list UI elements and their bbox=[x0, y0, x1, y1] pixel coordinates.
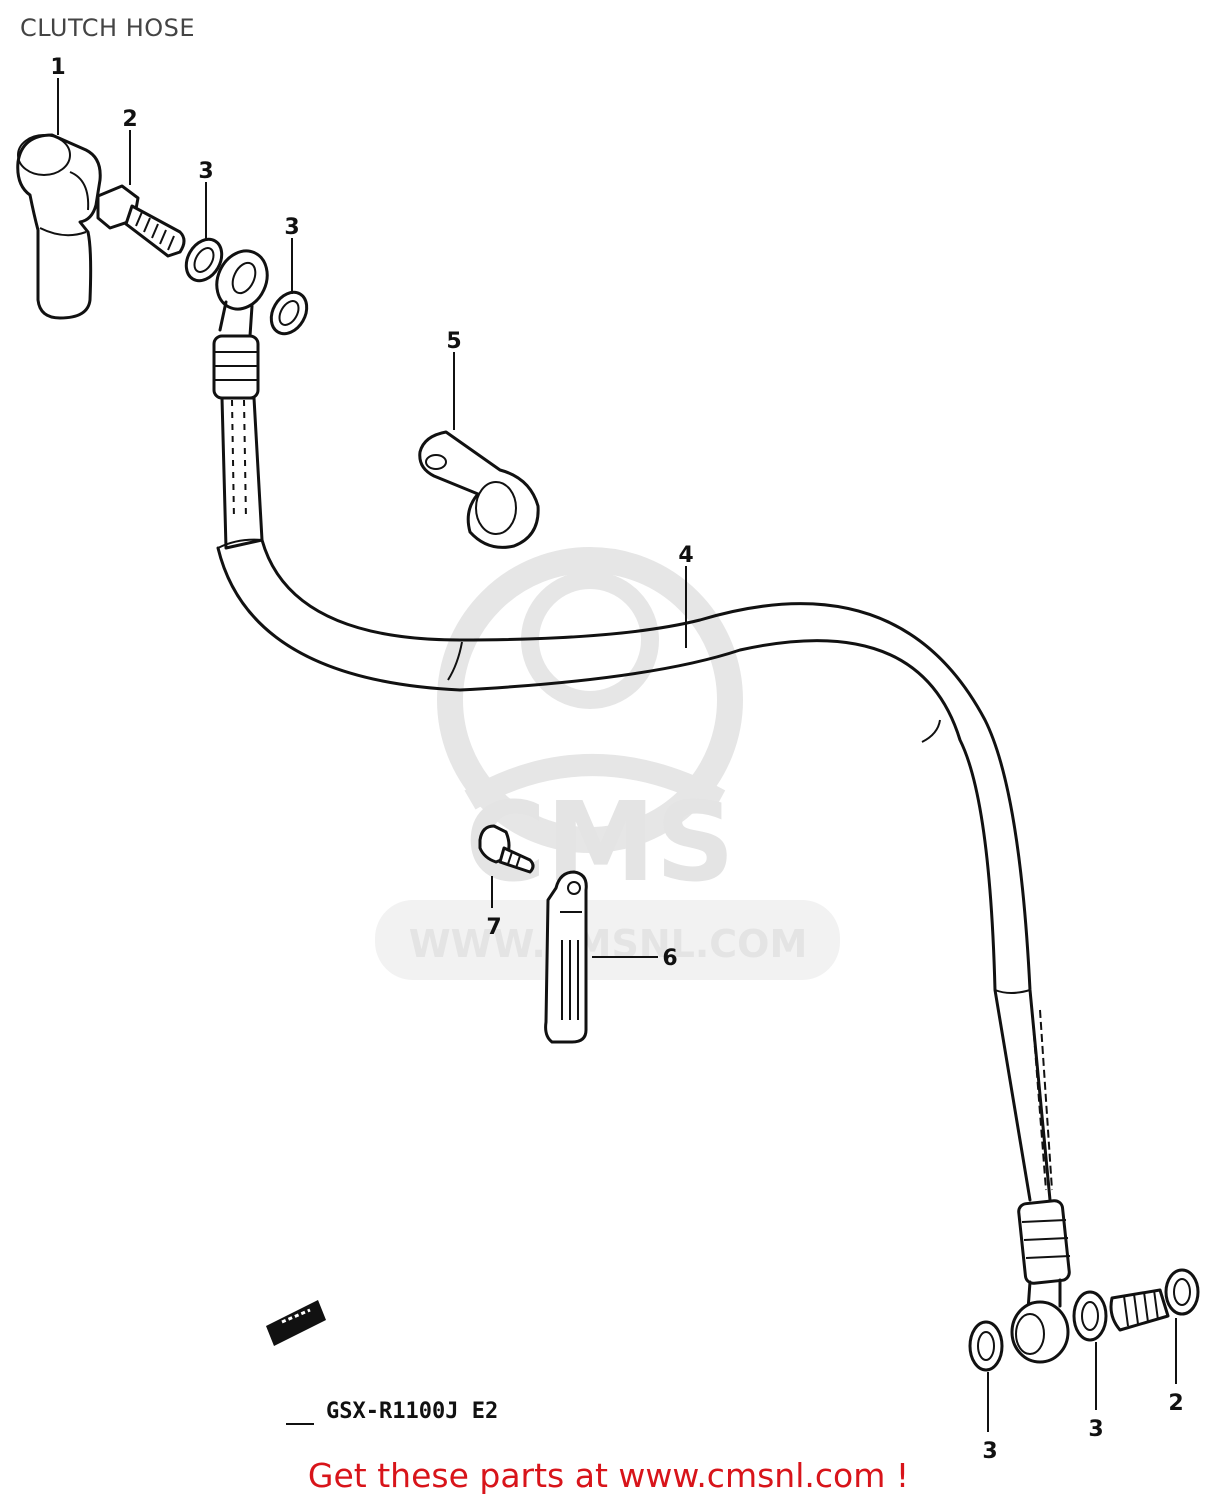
part-number-3-upper-b: 3 bbox=[284, 215, 299, 240]
part-3-washer-lower-b bbox=[1072, 1290, 1108, 1342]
part-number-6: 6 bbox=[662, 946, 677, 971]
part-number-2-upper: 2 bbox=[122, 107, 137, 132]
part-5-hose-union bbox=[418, 430, 540, 549]
part-6-bracket bbox=[544, 870, 588, 1044]
part-4-clutch-hose bbox=[212, 249, 1071, 1364]
part-number-labels: 1 2 3 3 5 4 6 7 3 3 2 bbox=[50, 55, 1183, 1464]
model-decal-icon bbox=[266, 1300, 326, 1346]
part-number-1: 1 bbox=[50, 55, 65, 80]
part-2-banjo-bolt-upper bbox=[96, 184, 186, 258]
page-title: CLUTCH HOSE bbox=[20, 14, 196, 42]
part-3-washer-upper-a bbox=[184, 237, 224, 283]
model-code: GSX-R1100J E2 bbox=[326, 1399, 498, 1424]
part-2-banjo-bolt-lower bbox=[1109, 1268, 1200, 1332]
part-number-5: 5 bbox=[446, 329, 461, 354]
part-number-3-upper-a: 3 bbox=[198, 159, 213, 184]
part-7-bolt bbox=[478, 824, 535, 874]
part-number-4: 4 bbox=[678, 543, 693, 568]
leader-lines bbox=[57, 78, 1177, 1432]
promo-link[interactable]: Get these parts at www.cmsnl.com ! bbox=[307, 1456, 910, 1495]
watermark-url: WWW.CMSNL.COM bbox=[409, 922, 808, 966]
part-number-3-lower-a: 3 bbox=[982, 1439, 997, 1464]
part-number-2-lower: 2 bbox=[1168, 1391, 1183, 1416]
part-3-washer-upper-b bbox=[269, 290, 309, 336]
promo-banner[interactable]: Get these parts at www.cmsnl.com ! bbox=[0, 1456, 1217, 1495]
part-1-master-cylinder-union bbox=[16, 133, 102, 320]
watermark: CMS WWW.CMSNL.COM bbox=[375, 547, 840, 980]
part-3-washer-lower-a bbox=[968, 1320, 1004, 1372]
part-number-3-lower-b: 3 bbox=[1088, 1417, 1103, 1442]
part-number-7: 7 bbox=[486, 915, 501, 940]
